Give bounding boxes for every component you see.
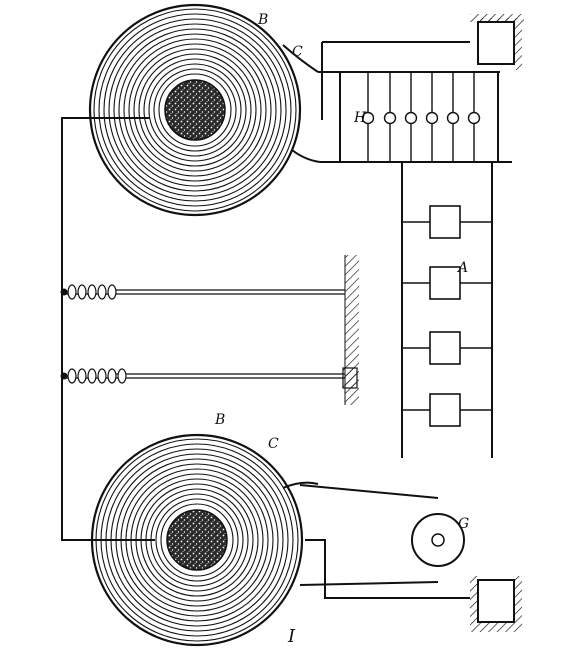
lamp [404,111,418,125]
motor-box [429,205,461,239]
coil-turn [93,8,297,212]
insulator-disc [97,284,107,300]
lamp [467,111,481,125]
bottom-coil-leads [305,539,470,599]
terminal-ball [60,288,68,296]
lamp [446,111,460,125]
coil-turn [123,38,267,182]
motor-boxes-a [402,205,492,427]
insulator-disc [107,284,117,300]
coil-turn [108,23,282,197]
lamp [425,111,439,125]
label-b-top: B [257,12,268,28]
coil-turn [98,13,292,207]
coil-turn [153,68,237,152]
lower-terminal-rod [60,368,345,384]
insulator-disc [117,368,127,384]
bottom-coil-lead-c [282,481,319,489]
motor-box [429,393,461,427]
coil-turn [143,58,247,162]
lower-terminal-plate [342,367,358,389]
motor-box [429,331,461,365]
terminal-ball [60,372,68,380]
top-coil-lead-lower [291,149,321,163]
coil-turn [155,498,239,582]
generator-hub [431,533,445,547]
bottom-coil-core [166,509,228,571]
middle-circuit-frame [401,162,493,458]
lamp [383,111,397,125]
insulator-disc [87,284,97,300]
label-c-top: C [292,44,303,60]
coil-turn [118,33,272,187]
coil-turn [113,28,277,192]
motor-box [429,266,461,300]
insulator-disc [97,368,107,384]
lamp-array-h [361,72,481,162]
top-spiral-coil [88,3,302,217]
insulator-disc [67,368,77,384]
label-h: H [353,110,367,126]
top-ground-hatch [470,18,522,70]
label-g: G [458,516,469,532]
coil-turn [158,73,232,147]
coil-turn [133,48,257,172]
top-ground-box [477,21,515,65]
top-ground-hatch-2 [470,14,524,22]
insulator-disc [77,284,87,300]
coil-turn [128,43,262,177]
left-connecting-wire [61,117,155,541]
insulator-disc [107,368,117,384]
insulator-disc [87,368,97,384]
coil-turn [103,18,287,202]
figure-number: I [287,626,296,647]
bottom-ground-box [477,579,515,623]
coil-turn [148,63,242,157]
coil-turn [138,53,252,167]
generator-belt [299,484,439,586]
top-coil-lead-c [282,44,319,73]
insulator-disc [77,368,87,384]
upper-terminal-rod [60,284,345,300]
bottom-ground-hatch [470,576,522,632]
label-b-bottom: B [214,412,225,428]
top-coil-core [164,79,226,141]
label-a: A [456,260,468,276]
insulator-disc [67,284,77,300]
coil-outer-ring [88,3,302,217]
lamp [361,111,375,125]
coil-turn [160,503,234,577]
label-c-bottom: C [268,436,279,452]
